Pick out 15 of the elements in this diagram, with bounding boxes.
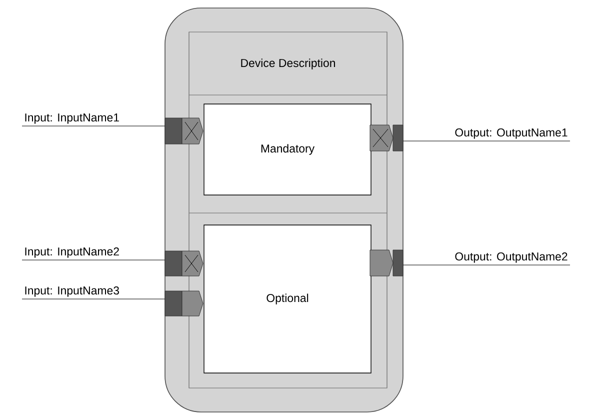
- port-symbol: [164, 118, 204, 144]
- section-box: Mandatory: [204, 104, 372, 196]
- port-label: Input: InputName3: [25, 286, 119, 297]
- leader-line: [402, 140, 570, 142]
- port-symbol: [164, 250, 204, 276]
- port-label: Output: OutputName1: [455, 128, 568, 139]
- port-label: Input: InputName1: [25, 114, 119, 124]
- port-label: Input: InputName2: [25, 247, 119, 258]
- leader-line: [402, 264, 570, 266]
- port-symbol: [370, 124, 404, 152]
- port-symbol: [370, 250, 404, 276]
- port-symbol: [164, 290, 204, 316]
- port-label: Output: OutputName2: [455, 252, 568, 263]
- section-box: Optional: [204, 224, 372, 374]
- leader-line: [22, 298, 166, 300]
